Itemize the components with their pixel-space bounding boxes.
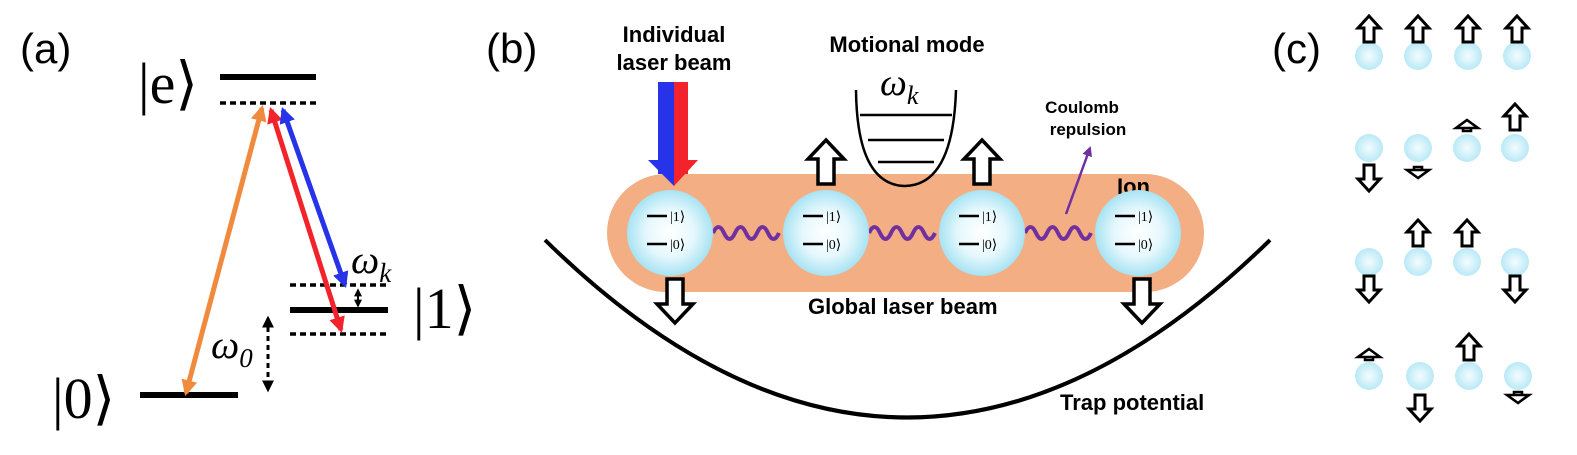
individual-beam-label-2: laser beam — [617, 50, 732, 75]
omega-k-label-a: ωk — [351, 237, 392, 288]
spin-row-3 — [1355, 218, 1529, 304]
ion-2: |1⟩ |0⟩ — [783, 190, 869, 276]
ion-1: |1⟩ |0⟩ — [627, 190, 713, 276]
svg-text:|1⟩: |1⟩ — [1138, 210, 1153, 225]
coupling-spring-3 — [1023, 225, 1093, 241]
global-beam-label: Global laser beam — [808, 294, 998, 319]
excited-state-label: |e⟩ — [138, 51, 198, 116]
motional-mode-label: Motional mode — [829, 32, 984, 57]
spin-row-4 — [1355, 332, 1532, 423]
one-state-label: |1⟩ — [413, 276, 476, 341]
panel-c-tag: (c) — [1272, 25, 1321, 72]
individual-laser-beam — [648, 82, 698, 186]
trap-potential-curve — [543, 238, 1272, 420]
svg-text:|1⟩: |1⟩ — [982, 210, 997, 225]
coulomb-label-2: repulsion — [1050, 120, 1127, 139]
coupling-spring-2 — [867, 225, 937, 241]
panel-b-tag: (b) — [486, 25, 537, 72]
blue-sideband-arrow — [279, 106, 349, 289]
spin-row-1 — [1355, 14, 1531, 70]
coulomb-label-1: Coulomb — [1045, 98, 1119, 117]
ion-3: |1⟩ |0⟩ — [939, 190, 1025, 276]
svg-text:|1⟩: |1⟩ — [670, 210, 685, 225]
svg-text:|0⟩: |0⟩ — [670, 238, 685, 253]
omega-k-label-b: ωk — [880, 62, 919, 110]
ion-4: |1⟩ |0⟩ — [1095, 190, 1181, 276]
coulomb-pointer-arrow — [1064, 146, 1092, 215]
svg-text:|0⟩: |0⟩ — [982, 238, 997, 253]
omega-zero-label: ω0 — [211, 322, 253, 373]
harmonic-well — [854, 89, 958, 188]
panel-b: (b) Trap potential Global laser beam Ind… — [486, 22, 1272, 420]
trap-potential-label: Trap potential — [1060, 390, 1204, 415]
svg-text:|0⟩: |0⟩ — [826, 238, 841, 253]
carrier-transition-arrow — [181, 104, 267, 397]
spin-row-2 — [1355, 102, 1529, 193]
svg-text:|0⟩: |0⟩ — [1138, 238, 1153, 253]
panel-c: (c) — [1272, 14, 1532, 423]
panel-a: (a) |e⟩ |1⟩ |0⟩ ωk ω0 — [20, 25, 476, 431]
panel-a-tag: (a) — [20, 25, 71, 72]
individual-beam-label-1: Individual — [623, 22, 726, 47]
global-laser-beam — [607, 174, 1204, 292]
zero-state-label: |0⟩ — [52, 366, 115, 431]
coupling-spring-1 — [711, 225, 781, 241]
svg-text:|1⟩: |1⟩ — [826, 210, 841, 225]
red-sideband-arrow — [267, 106, 345, 334]
